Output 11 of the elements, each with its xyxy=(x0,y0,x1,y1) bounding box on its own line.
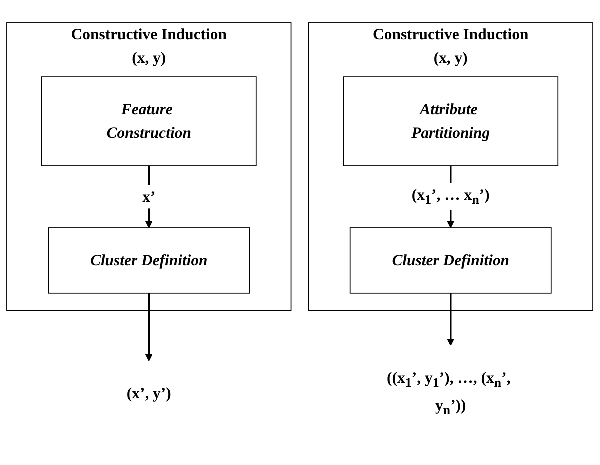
edge-label: (x$_{1}$’, … x$_{n}$’) xyxy=(412,186,490,208)
node-text: ((x$_{1}$’, y$_{1}$’), …, (x$_{n}$’, y$_{n}$’)) xyxy=(387,369,511,418)
node-box: Cluster Definition xyxy=(350,228,552,294)
arrow xyxy=(145,294,153,362)
arrow xyxy=(447,294,455,346)
node-box: Feature Construction xyxy=(41,76,257,167)
edge-label: x’ xyxy=(142,188,156,206)
node-box: Cluster Definition xyxy=(48,228,250,294)
node-text: (x’, y’) xyxy=(126,384,172,402)
arrow xyxy=(145,166,153,228)
node-box: Attribute Partitioning xyxy=(343,76,559,167)
